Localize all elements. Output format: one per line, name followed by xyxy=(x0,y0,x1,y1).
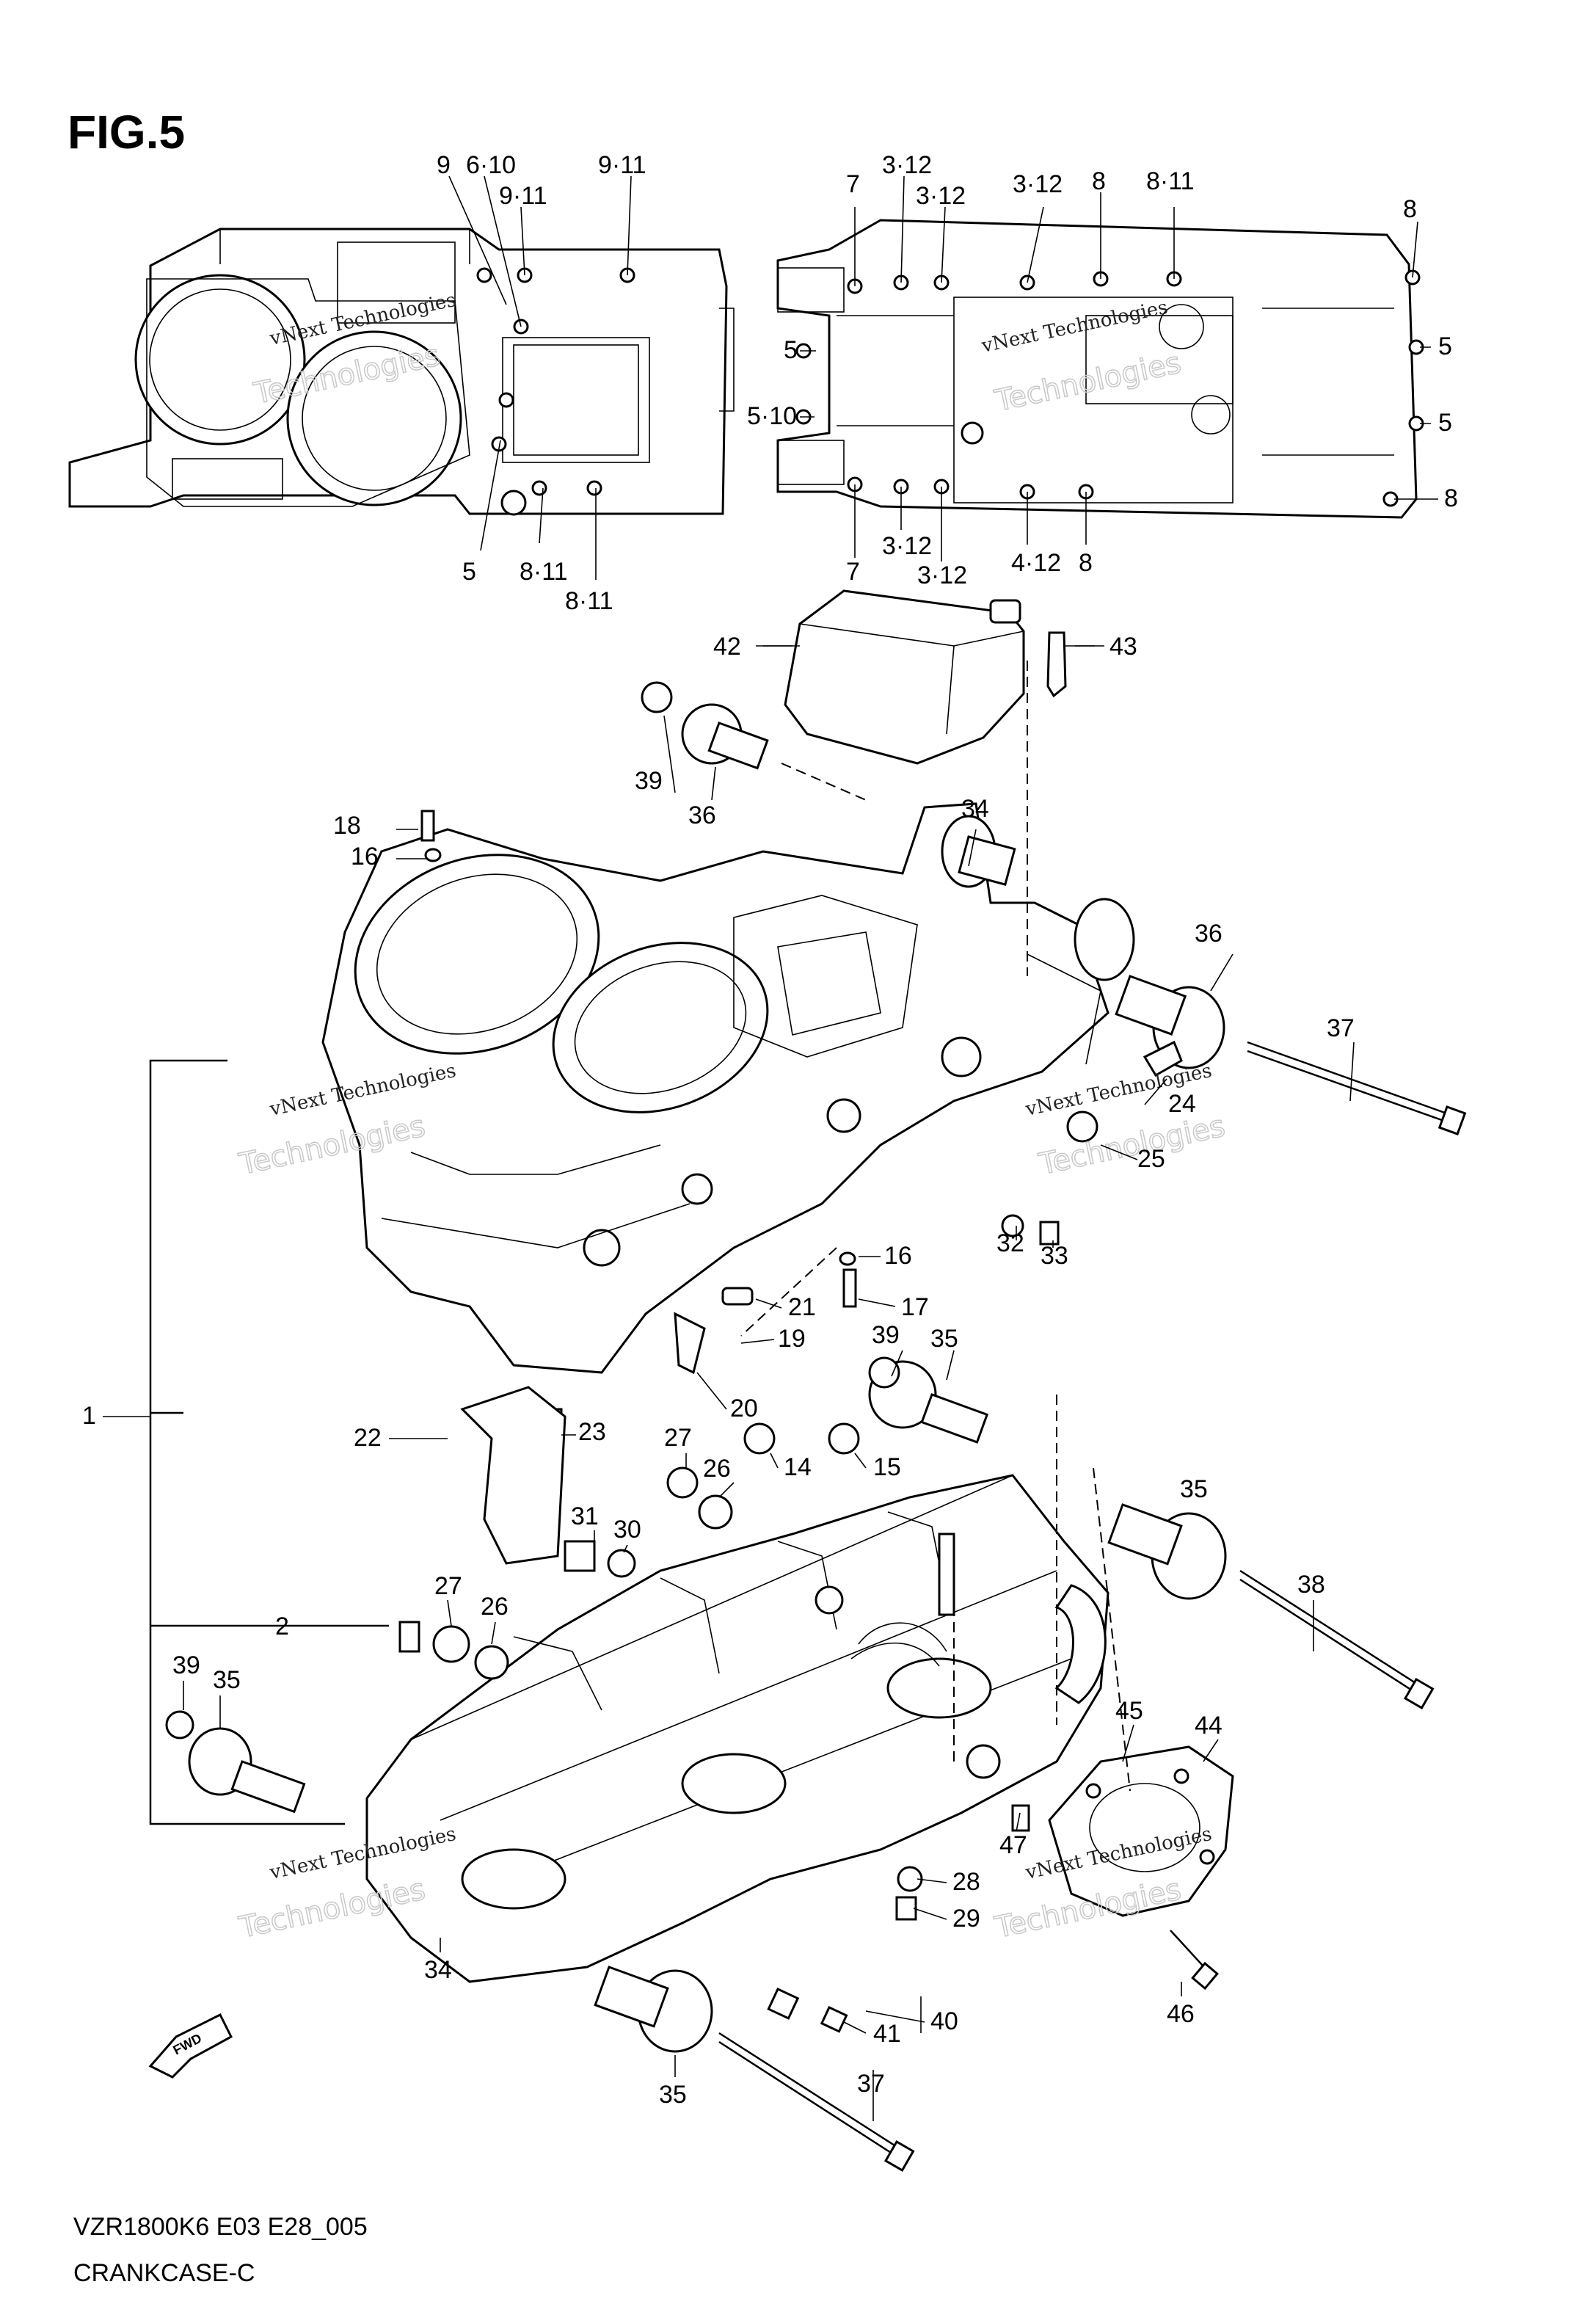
callout-label: 8·11 xyxy=(1146,167,1195,195)
plug-35-right xyxy=(1107,1503,1227,1600)
small-parts xyxy=(398,810,1183,2033)
lower-crankcase-main xyxy=(365,1474,1109,1983)
callout-label: 3·12 xyxy=(916,182,966,210)
svg-text:Technologies: Technologies xyxy=(236,1872,429,1945)
callout-labels: 9 6·10 9·11 9·11 5 8·11 8·11 7 3·12 3·12… xyxy=(82,151,1458,2109)
callout-label: 3·12 xyxy=(882,532,932,560)
callout-label: 4·12 xyxy=(1011,549,1061,577)
callout-label: 38 xyxy=(1297,1571,1325,1599)
upper-case-bolt-holes xyxy=(476,267,635,516)
callout-label: 30 xyxy=(613,1516,641,1544)
callout-label: 8 xyxy=(1403,195,1417,223)
alignment-lines xyxy=(740,661,1131,1792)
callout-label: 42 xyxy=(713,633,741,661)
callout-label: 27 xyxy=(434,1572,462,1600)
callout-label: 35 xyxy=(213,1666,241,1694)
callout-leaders xyxy=(103,645,1355,2121)
callout-label: 32 xyxy=(996,1229,1024,1257)
plug-35-bottom xyxy=(594,1966,713,2053)
plug-35-left xyxy=(165,1710,306,1814)
callout-label: 33 xyxy=(1041,1242,1068,1270)
callout-label: 17 xyxy=(901,1293,929,1321)
fwd-arrow: FWD xyxy=(148,2013,233,2079)
callout-label: 5 xyxy=(1438,409,1452,437)
lower-crankcase-bottom-view xyxy=(776,175,1438,561)
callout-label: 47 xyxy=(999,1831,1027,1859)
callout-label: 26 xyxy=(703,1455,731,1483)
callout-label: 1 xyxy=(82,1402,96,1430)
callout-label: 6·10 xyxy=(466,151,516,179)
callout-label: 5 xyxy=(1438,332,1452,360)
section-name: CRANKCASE-C xyxy=(73,2259,255,2287)
callout-label: 8·11 xyxy=(565,587,613,615)
callout-label: 39 xyxy=(872,1321,900,1349)
callout-label: 16 xyxy=(351,843,379,870)
callout-label: 5 xyxy=(784,336,798,364)
callout-label: 28 xyxy=(952,1868,980,1896)
callout-label: 5·10 xyxy=(747,402,797,430)
crankcase-cover-42 xyxy=(756,589,1104,765)
callout-label: 8·11 xyxy=(520,558,568,586)
callout-label: 5 xyxy=(462,558,476,586)
callout-label: 18 xyxy=(333,812,361,840)
callout-label: 37 xyxy=(1327,1014,1355,1042)
callout-label: 34 xyxy=(961,795,989,823)
callout-label: 35 xyxy=(1180,1475,1208,1503)
callout-label: 8 xyxy=(1444,484,1458,512)
upper-crankcase-main xyxy=(321,802,1135,1374)
callout-label: 34 xyxy=(424,1956,452,1984)
callout-label: 15 xyxy=(873,1453,901,1481)
figure-title: FIG.5 xyxy=(68,106,185,159)
callout-label: 21 xyxy=(788,1293,816,1321)
callout-label: 8 xyxy=(1092,167,1106,195)
callout-label: 7 xyxy=(846,170,860,198)
callout-label: 36 xyxy=(1195,920,1222,948)
upper-crankcase-top-view xyxy=(68,175,735,580)
callout-label: 9·11 xyxy=(499,182,547,210)
callout-label: 14 xyxy=(784,1453,812,1481)
callout-label: 2 xyxy=(275,1613,289,1640)
callout-label: 3·12 xyxy=(882,151,932,179)
callout-label: 36 xyxy=(688,801,716,829)
model-code: VZR1800K6 E03 E28_005 xyxy=(73,2213,368,2241)
callout-label: 41 xyxy=(873,2020,901,2048)
plug-36-top xyxy=(641,681,769,770)
callout-label: 31 xyxy=(571,1502,599,1530)
svg-text:Technologies: Technologies xyxy=(1036,1109,1228,1182)
callout-label: 19 xyxy=(778,1325,806,1353)
callout-label: 16 xyxy=(884,1242,912,1270)
callout-label: 45 xyxy=(1115,1697,1143,1725)
callout-label: 23 xyxy=(578,1418,606,1446)
callout-label: 22 xyxy=(354,1424,382,1452)
callout-label: 24 xyxy=(1168,1090,1196,1118)
callout-label: 3·12 xyxy=(1013,170,1063,198)
callout-label: 39 xyxy=(172,1651,200,1679)
callout-label: 26 xyxy=(481,1593,509,1621)
callout-label: 9·11 xyxy=(598,151,646,179)
callout-label: 20 xyxy=(730,1395,758,1422)
callout-label: 35 xyxy=(930,1325,958,1353)
callout-label: 8 xyxy=(1079,549,1093,577)
callout-label: 37 xyxy=(857,2070,885,2098)
callout-label: 43 xyxy=(1109,633,1137,661)
callout-label: 35 xyxy=(659,2081,687,2109)
callout-label: 7 xyxy=(846,558,860,586)
callout-label: 27 xyxy=(664,1424,692,1452)
callout-label: 46 xyxy=(1167,2000,1195,2028)
cover-44-45 xyxy=(1048,1745,1234,1917)
callout-label: 40 xyxy=(930,2007,958,2035)
callout-label: 44 xyxy=(1195,1712,1222,1740)
callout-label: 9 xyxy=(437,151,451,179)
plug-35-mid xyxy=(868,1356,989,1444)
callout-label: 25 xyxy=(1137,1145,1165,1173)
callout-label: 3·12 xyxy=(917,561,967,589)
callout-label: 39 xyxy=(635,767,663,795)
long-bolts xyxy=(718,1041,1467,2173)
callout-label: 29 xyxy=(952,1905,980,1933)
